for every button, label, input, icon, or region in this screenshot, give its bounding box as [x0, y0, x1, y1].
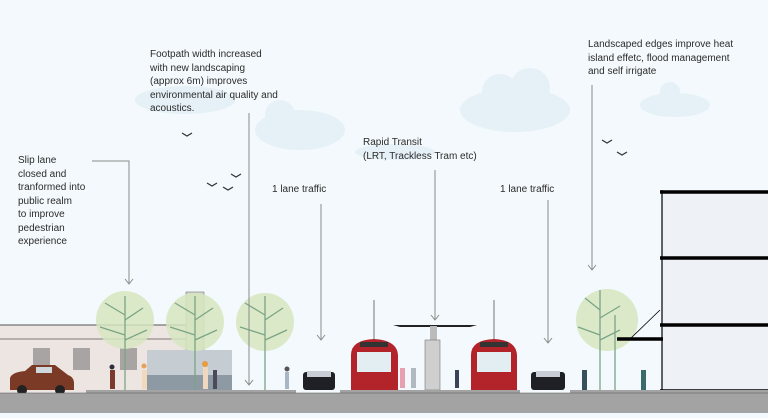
trees	[96, 289, 638, 392]
tram-left	[351, 300, 398, 392]
annotation-line: Footpath width increased	[150, 49, 262, 60]
people	[109, 361, 646, 390]
slip-lane-annotation: Slip lane closed and tranformed into pub…	[18, 154, 85, 249]
annotation-line: tranformed into	[18, 182, 86, 193]
annotation-line: (LRT, Trackless Tram etc)	[363, 150, 477, 162]
footpath-annotation: Footpath width increased with new landsc…	[150, 48, 278, 116]
annotation-line: acoustics.	[150, 103, 195, 114]
car-black-right	[531, 371, 565, 390]
annotation-line: Rapid Transit	[363, 137, 422, 148]
landscaped-annotation: Landscaped edges improve heat island eff…	[588, 38, 733, 79]
car-brown	[10, 365, 74, 395]
ground	[0, 390, 768, 413]
annotation-line: and self irrigate	[588, 66, 657, 77]
birds-icon	[181, 132, 628, 191]
annotation-line: to improve	[18, 209, 65, 220]
annotation-line: experience	[18, 236, 67, 247]
annotation-line: Slip lane	[18, 155, 57, 166]
leader-lines	[92, 85, 597, 386]
annotation-line: island effetc, flood management	[588, 52, 730, 64]
annotation-line: with new landscaping	[150, 62, 246, 74]
right-building	[617, 190, 768, 393]
annotation-line: (approx 6m) improves	[150, 76, 248, 87]
rapid-transit-annotation: Rapid Transit (LRT, Trackless Tram etc)	[363, 136, 477, 163]
tram-shelter	[393, 325, 477, 391]
clouds	[135, 68, 710, 160]
car-black-left	[303, 371, 335, 390]
tram-right	[471, 300, 517, 392]
annotation-line: closed and	[18, 168, 67, 180]
annotation-line: Landscaped edges improve heat	[588, 39, 734, 50]
annotation-line: environmental air quality and	[150, 89, 278, 101]
lane-left-annotation: 1 lane traffic	[272, 184, 327, 195]
annotation-line: public realm	[18, 195, 72, 207]
annotation-line: pedestrian	[18, 222, 65, 234]
lane-right-annotation: 1 lane traffic	[500, 184, 555, 195]
